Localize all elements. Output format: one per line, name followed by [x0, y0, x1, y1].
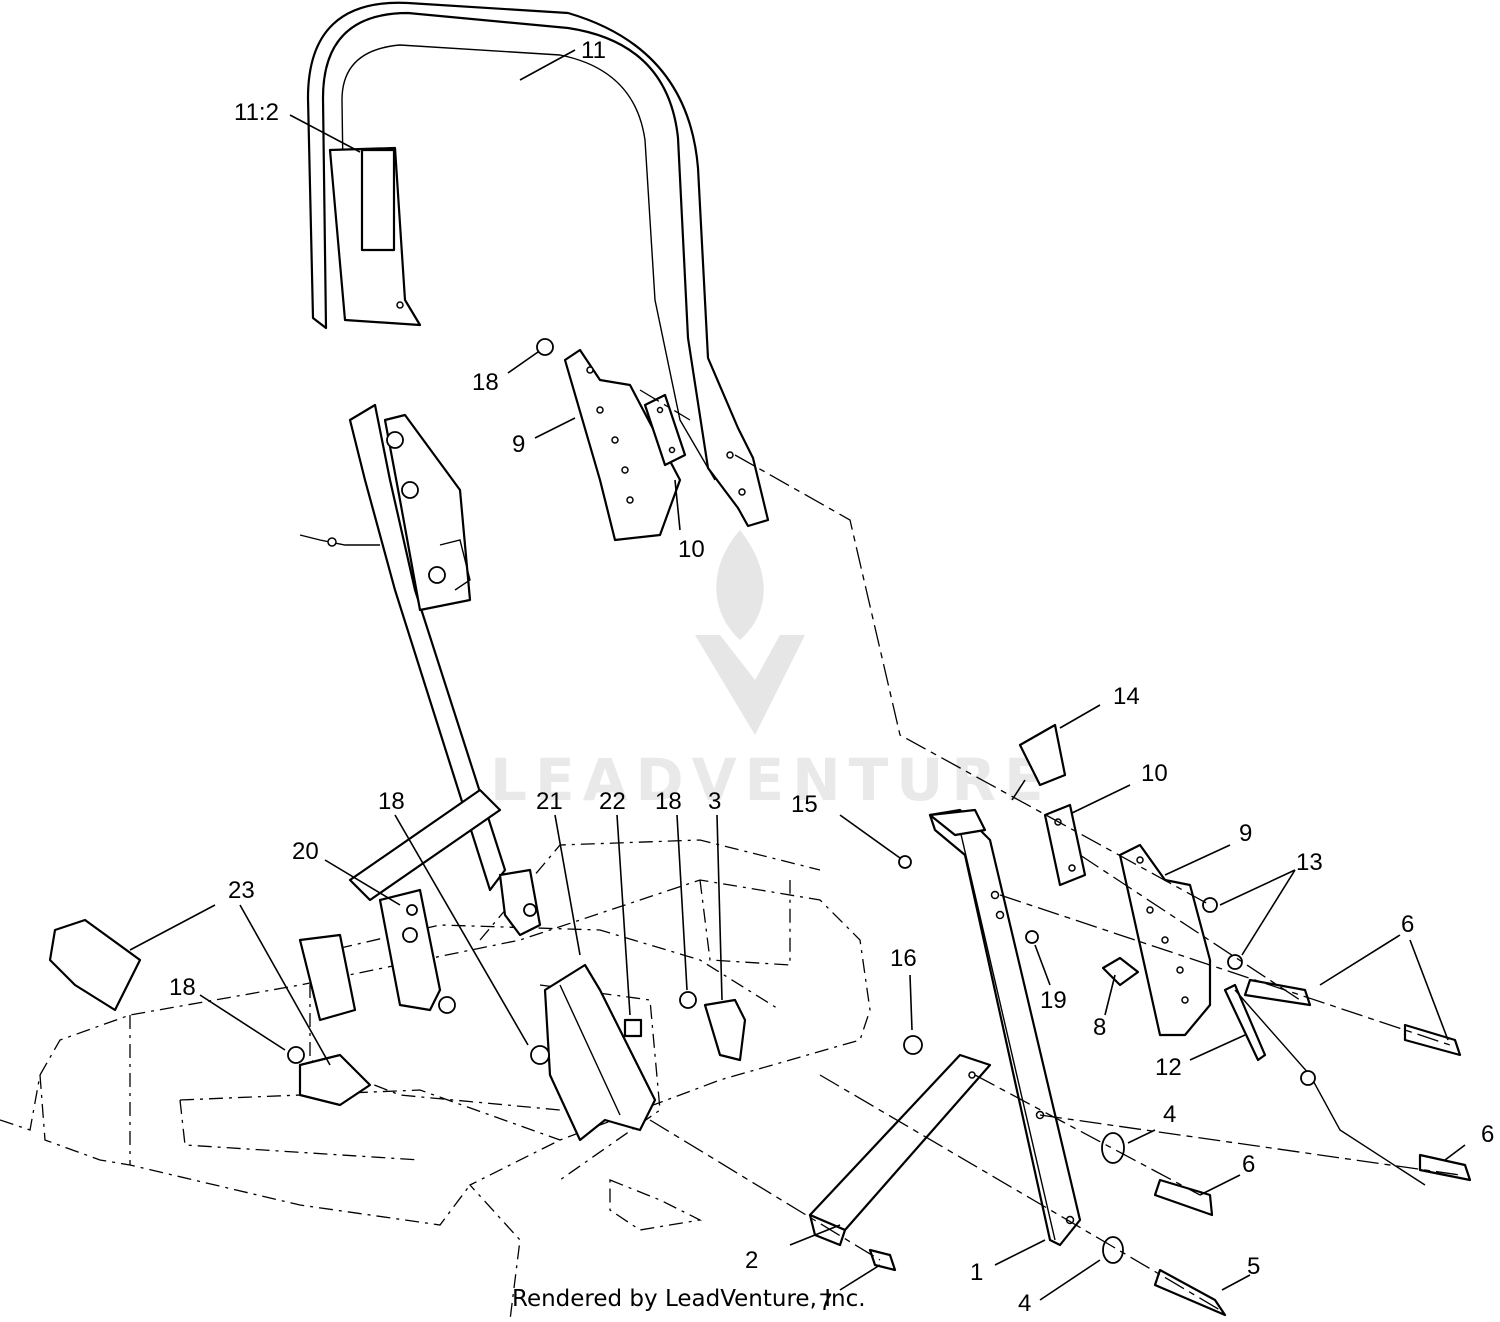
- callouts: 11 11:2 18 9 10 14 10 9 13 15 19 6 8 12 …: [169, 37, 1494, 1317]
- bracket-part-3: [679, 991, 747, 1062]
- callout-18-left: 18: [169, 974, 196, 1001]
- nut-part-16: [903, 1035, 923, 1055]
- callout-6-middle: 6: [1242, 1151, 1255, 1178]
- callout-11-2: 11:2: [234, 99, 279, 126]
- spacer-part-10-lower: [1043, 803, 1087, 887]
- leader-lines: [129, 49, 1466, 1301]
- bolts-part-6: [1153, 978, 1472, 1217]
- callout-10-lower: 10: [1141, 760, 1168, 787]
- callout-1: 1: [970, 1259, 983, 1286]
- callout-7: 7: [819, 1289, 832, 1316]
- callout-5: 5: [1247, 1253, 1260, 1280]
- callout-6-right: 6: [1481, 1121, 1494, 1148]
- callout-19: 19: [1040, 987, 1067, 1014]
- plate-part-9-upper: [536, 338, 682, 542]
- callout-6-top: 6: [1401, 911, 1414, 938]
- callout-15: 15: [791, 791, 818, 818]
- assembly-lines: [639, 389, 1461, 1311]
- callout-11: 11: [581, 37, 606, 64]
- callout-21: 21: [536, 788, 563, 815]
- callout-2: 2: [745, 1247, 758, 1274]
- watermark-text: LEADVENTURE: [490, 746, 1052, 814]
- brace-part-2: [808, 1053, 992, 1247]
- callout-23: 23: [228, 877, 255, 904]
- callout-18-middle: 18: [378, 788, 405, 815]
- nut-part-19: [1025, 930, 1039, 944]
- callout-14: 14: [1113, 683, 1140, 710]
- hardware-nuts: [898, 855, 1039, 1055]
- rops-lower-post-right: [928, 808, 1082, 1247]
- bumper-part-14: [1011, 723, 1067, 801]
- callout-22: 22: [599, 788, 626, 815]
- callout-4-lower: 4: [1018, 1290, 1031, 1317]
- left-brace-assembly: [298, 788, 542, 1022]
- mower-frame: [0, 839, 871, 1321]
- callout-18-upper: 18: [472, 369, 499, 396]
- clip-part-12: [1223, 983, 1426, 1186]
- decal-11-2: [360, 148, 396, 252]
- rops-lower-post-left: [299, 403, 507, 892]
- callout-20: 20: [292, 838, 319, 865]
- bolt-part-22: [623, 1018, 643, 1038]
- bracket-part-21: [530, 963, 657, 1142]
- nut-part-15: [898, 855, 912, 869]
- callout-12: 12: [1155, 1054, 1182, 1081]
- callout-16: 16: [890, 945, 917, 972]
- callout-4-upper: 4: [1163, 1101, 1176, 1128]
- callout-8: 8: [1093, 1014, 1106, 1041]
- spacer-part-8: [1101, 956, 1140, 987]
- rops-upper-hoop: [306, 1, 770, 528]
- callout-18-right: 18: [655, 788, 682, 815]
- spacer-part-10-upper: [643, 393, 687, 467]
- bolt-part-7: [868, 1248, 897, 1272]
- footer-rendered-by: Rendered by LeadVenture, Inc.: [512, 1286, 866, 1312]
- washers-part-13: [1202, 897, 1243, 970]
- callout-9-lower: 9: [1239, 820, 1252, 847]
- callout-10-upper: 10: [678, 536, 705, 563]
- callout-13: 13: [1296, 849, 1323, 876]
- leadventure-watermark-logo: LEADVENTURE: [490, 530, 1052, 814]
- callout-9-upper: 9: [512, 431, 525, 458]
- seat-belt-part-23: [48, 918, 372, 1107]
- callout-3: 3: [708, 788, 721, 815]
